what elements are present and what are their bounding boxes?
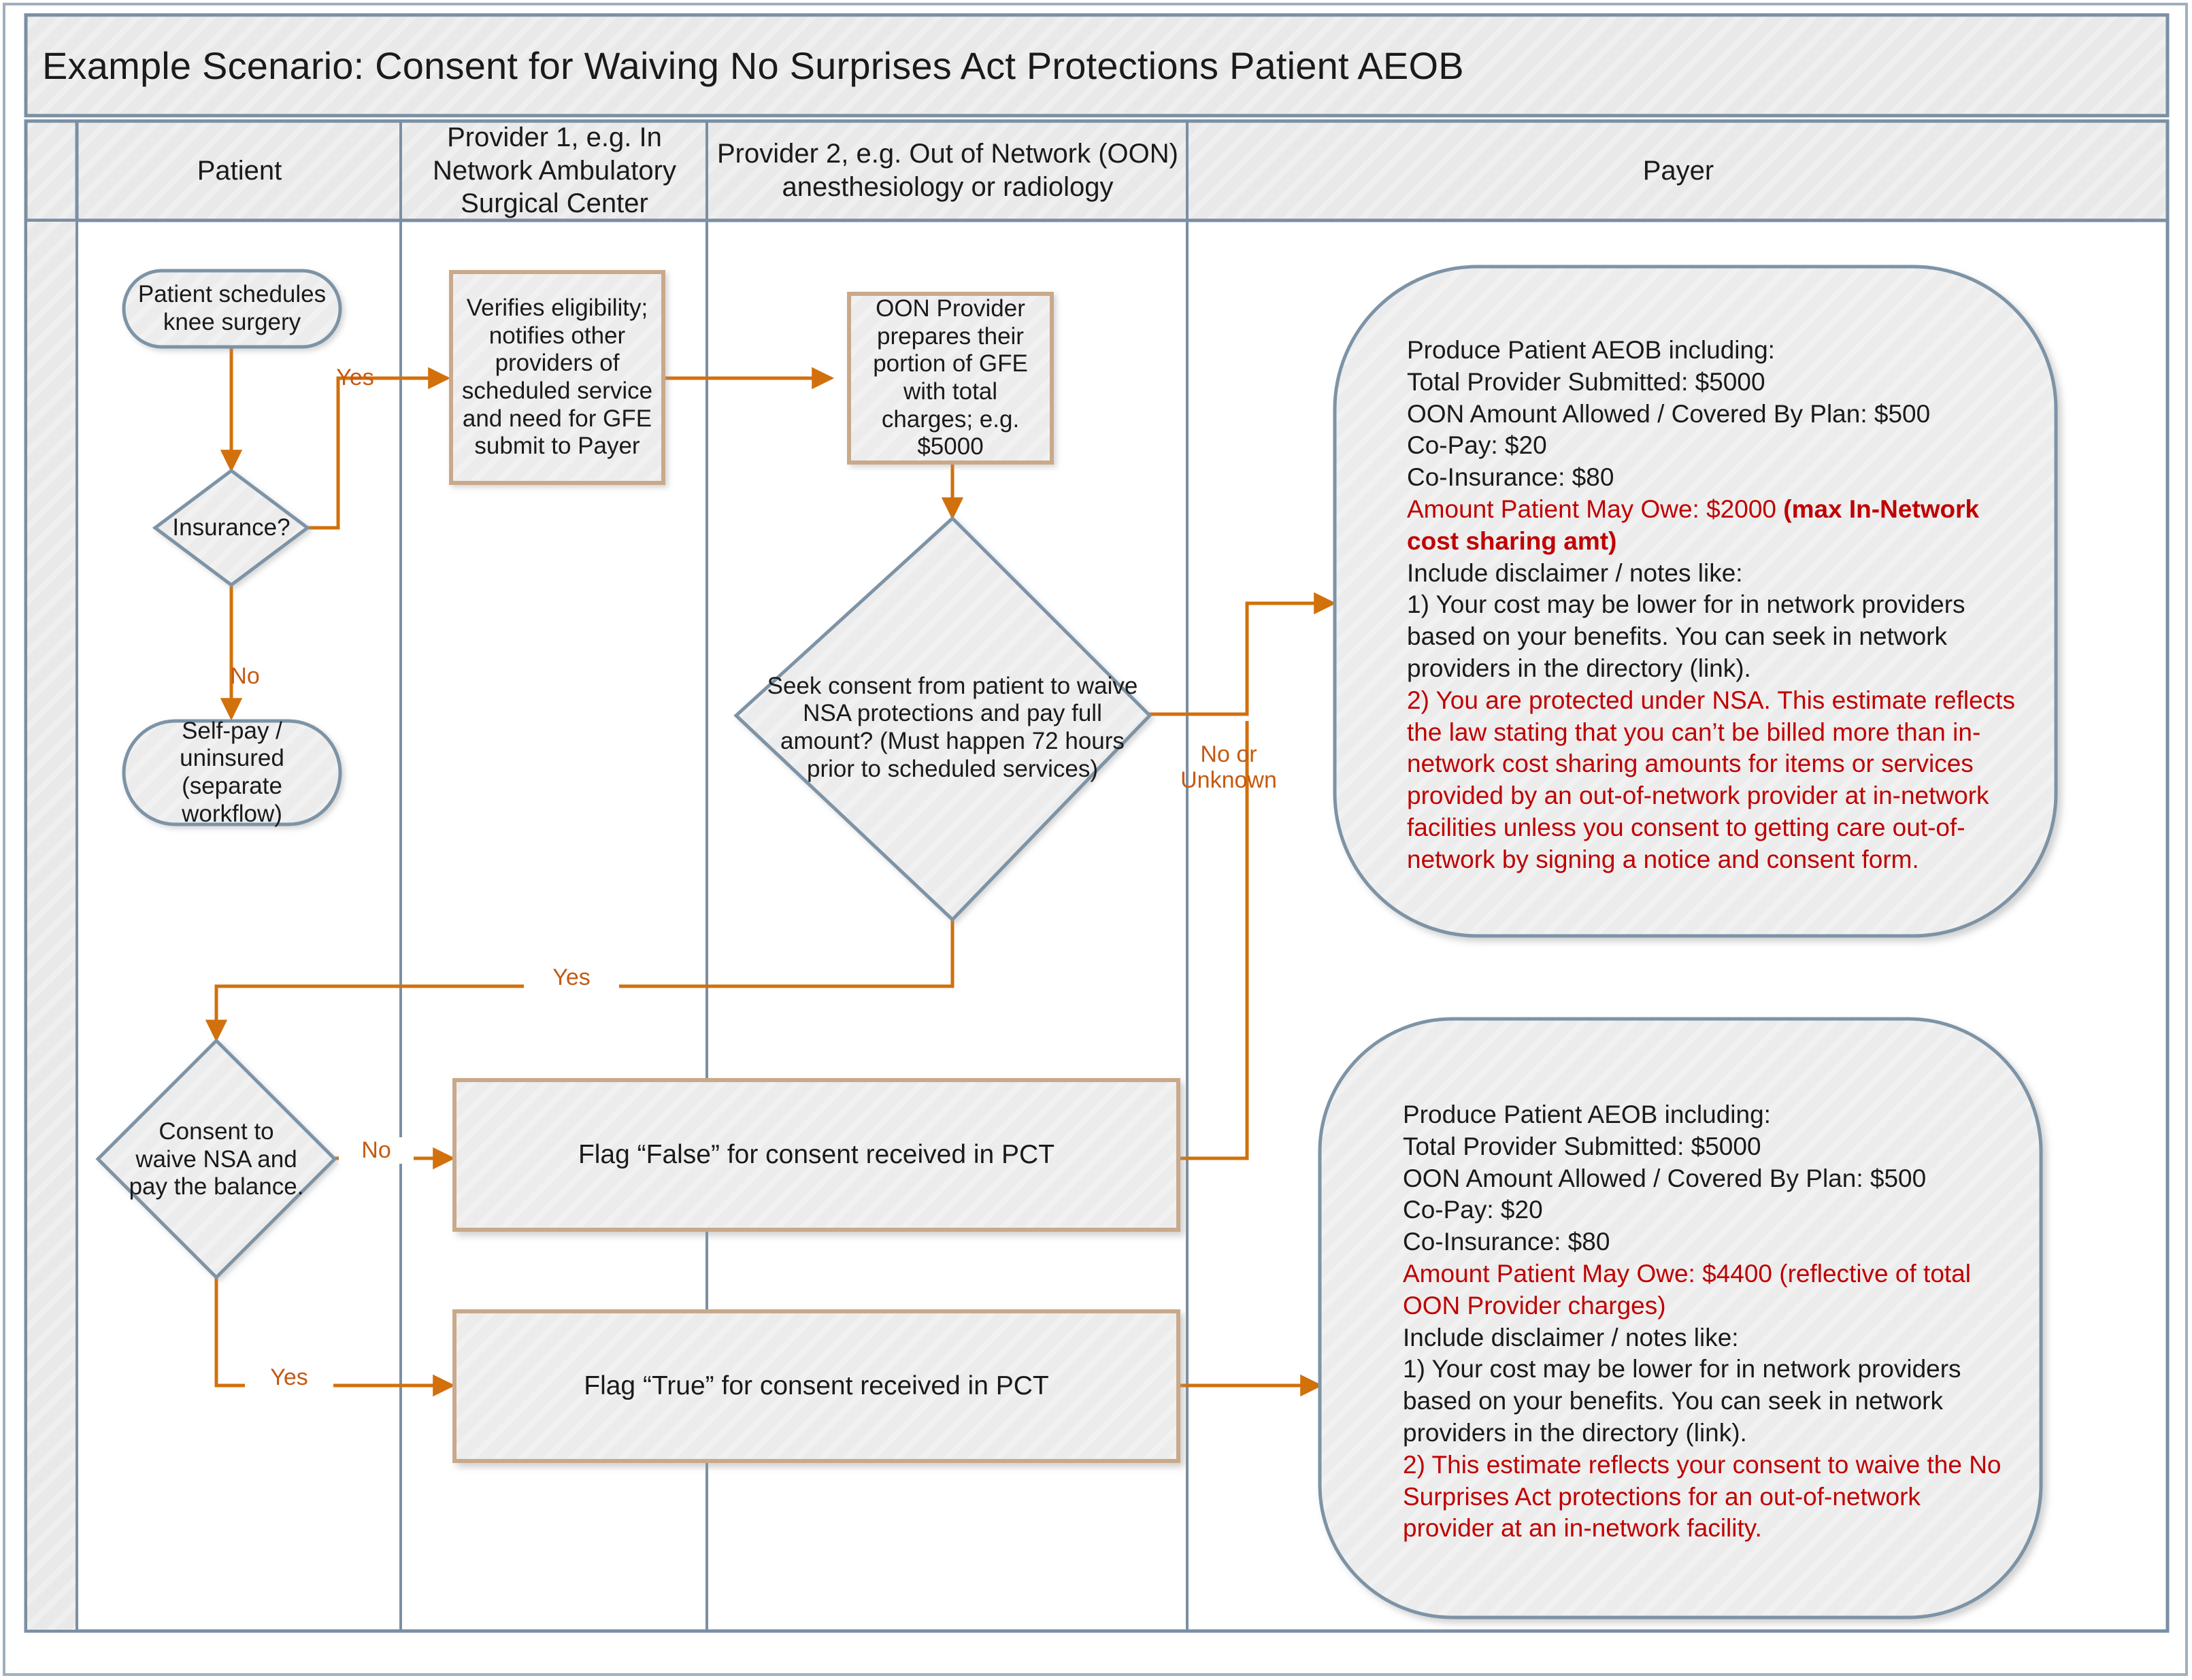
payer1-amount-owed: Amount Patient May Owe: $2000 bbox=[1407, 494, 1784, 523]
payer-aeob-waived-text: Produce Patient AEOB including: Total Pr… bbox=[1403, 1099, 2015, 1545]
payer1-line: Co-Insurance: $80 bbox=[1407, 463, 1614, 492]
payer2-line: Produce Patient AEOB including: bbox=[1403, 1101, 1771, 1128]
node-oon-prepares bbox=[847, 292, 1054, 465]
payer1-amount-owed-note: (max In-Network cost sharing amt) bbox=[1407, 494, 1980, 555]
node-self-pay bbox=[122, 719, 342, 826]
node-consent-waive-decision bbox=[95, 1038, 337, 1280]
node-payer-aeob-protected bbox=[1333, 265, 2058, 938]
payer1-line-amount-owed: Amount Patient May Owe: $2000 (max In-Ne… bbox=[1407, 494, 2019, 558]
edge-consent-yes bbox=[214, 1277, 456, 1397]
edge-insurance-yes bbox=[307, 367, 451, 530]
payer2-line-note2: 2) This estimate reflects your consent t… bbox=[1403, 1450, 2002, 1543]
title-band bbox=[24, 13, 2170, 118]
node-insurance-decision bbox=[152, 468, 311, 588]
payer1-line-note2: 2) You are protected under NSA. This est… bbox=[1407, 686, 2015, 873]
payer2-line: Co-Insurance: $80 bbox=[1403, 1228, 1610, 1256]
edge-flagfalse-to-payer1 bbox=[1178, 721, 1249, 1160]
payer2-line: Co-Pay: $20 bbox=[1403, 1196, 1543, 1224]
node-flag-true bbox=[452, 1309, 1180, 1463]
node-patient-schedules bbox=[122, 269, 342, 349]
payer2-line: OON Amount Allowed / Covered By Plan: $5… bbox=[1403, 1164, 1927, 1192]
payer-aeob-protected-text: Produce Patient AEOB including: Total Pr… bbox=[1407, 335, 2019, 876]
node-verifies-eligibility bbox=[449, 270, 665, 485]
payer2-line: Total Provider Submitted: $5000 bbox=[1403, 1132, 1761, 1160]
payer2-line: Include disclaimer / notes like: bbox=[1403, 1323, 1739, 1351]
payer1-line: OON Amount Allowed / Covered By Plan: $5… bbox=[1407, 399, 1931, 428]
connectors bbox=[205, 346, 1337, 1397]
payer1-line-note1: 1) Your cost may be lower for in network… bbox=[1407, 590, 1965, 682]
node-seek-consent-decision bbox=[733, 516, 1152, 922]
payer1-line: Total Provider Submitted: $5000 bbox=[1407, 367, 1765, 396]
payer1-line: Co-Pay: $20 bbox=[1407, 431, 1547, 460]
node-flag-false bbox=[452, 1078, 1180, 1232]
node-payer-aeob-waived bbox=[1318, 1017, 2043, 1619]
payer2-line-note1: 1) Your cost may be lower for in network… bbox=[1403, 1355, 1961, 1447]
payer2-amount-owed: Amount Patient May Owe: $4400 (reflectiv… bbox=[1403, 1259, 1971, 1320]
payer1-line: Include disclaimer / notes like: bbox=[1407, 558, 1743, 587]
payer1-line: Produce Patient AEOB including: bbox=[1407, 336, 1775, 364]
edge-seek-no-unknown bbox=[1148, 592, 1337, 716]
